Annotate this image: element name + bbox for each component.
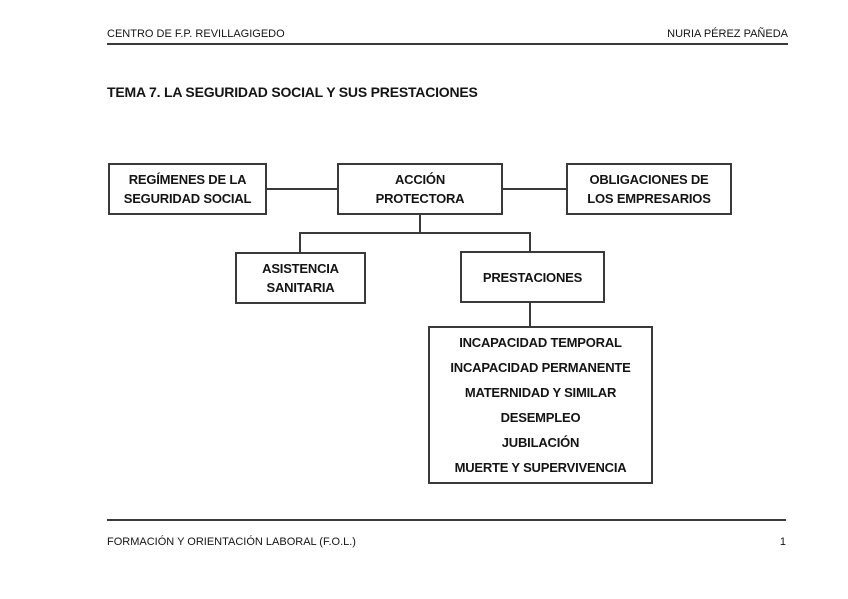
connector-accion-down — [419, 215, 421, 233]
list-item: JUBILACIÓN — [501, 435, 580, 450]
connector-regimenes-accion — [267, 188, 337, 190]
connector-down-asistencia — [299, 232, 301, 252]
node-asistencia-sanitaria: ASISTENCIA SANITARIA — [235, 252, 366, 304]
page-title: TEMA 7. LA SEGURIDAD SOCIAL Y SUS PRESTA… — [107, 84, 478, 100]
page-header: CENTRO DE F.P. REVILLAGIGEDO NURIA PÉREZ… — [107, 28, 788, 45]
node-text-line: SANITARIA — [266, 280, 335, 295]
footer-left-text: FORMACIÓN Y ORIENTACIÓN LABORAL (F.O.L.) — [107, 536, 356, 548]
node-text-line: PROTECTORA — [375, 191, 465, 206]
connector-down-prestaciones — [529, 232, 531, 251]
footer-page-number: 1 — [779, 536, 786, 548]
list-item: MATERNIDAD Y SIMILAR — [464, 385, 617, 400]
node-text-line: ACCIÓN — [394, 172, 446, 187]
node-text-line: SEGURIDAD SOCIAL — [123, 191, 252, 206]
node-prestaciones-list: INCAPACIDAD TEMPORAL INCAPACIDAD PERMANE… — [428, 326, 653, 484]
connector-accion-obligaciones — [503, 188, 566, 190]
node-text-line: LOS EMPRESARIOS — [587, 191, 711, 206]
node-text-line: ASISTENCIA — [262, 261, 339, 276]
list-item: INCAPACIDAD PERMANENTE — [450, 360, 631, 375]
header-right-text: NURIA PÉREZ PAÑEDA — [667, 28, 788, 40]
list-item: INCAPACIDAD TEMPORAL — [459, 335, 622, 350]
list-item: DESEMPLEO — [500, 410, 581, 425]
header-left-text: CENTRO DE F.P. REVILLAGIGEDO — [107, 28, 285, 40]
node-text-line: OBLIGACIONES DE — [589, 172, 709, 187]
connector-prestaciones-list — [529, 303, 531, 326]
node-accion-protectora: ACCIÓN PROTECTORA — [337, 163, 503, 215]
node-obligaciones-empresarios: OBLIGACIONES DE LOS EMPRESARIOS — [566, 163, 732, 215]
node-text-line: PRESTACIONES — [482, 269, 583, 285]
node-regimenes-seguridad-social: REGÍMENES DE LA SEGURIDAD SOCIAL — [108, 163, 267, 215]
list-item: MUERTE Y SUPERVIVENCIA — [454, 460, 627, 475]
node-prestaciones: PRESTACIONES — [460, 251, 605, 303]
node-text-line: REGÍMENES DE LA — [128, 172, 247, 187]
page-footer: FORMACIÓN Y ORIENTACIÓN LABORAL (F.O.L.)… — [107, 519, 786, 549]
connector-branch-horizontal — [299, 232, 531, 234]
